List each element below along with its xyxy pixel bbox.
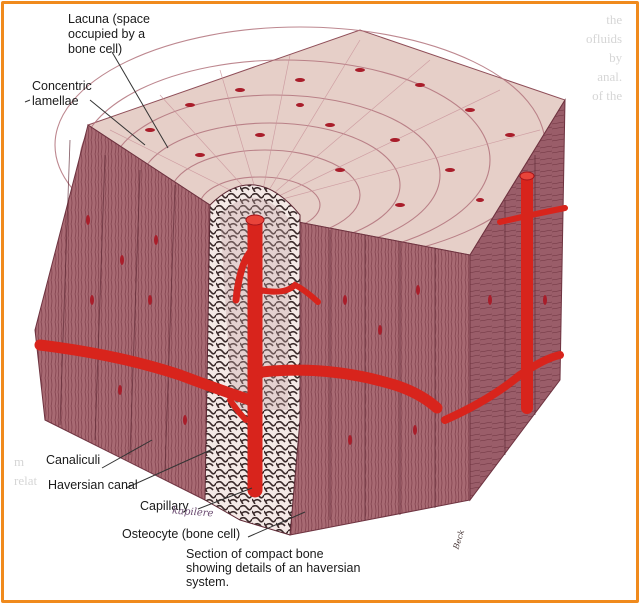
label-capillary: Capillary [140,499,189,513]
side-lacunae [86,215,547,445]
label-osteocyte: Osteocyte (bone cell) [122,527,241,541]
leader-lines [24,51,306,538]
bone-right-face [469,98,566,502]
figure-caption: Section of compact bone showing details … [186,547,361,589]
osteon-columns [59,139,536,520]
background-text-left: m relat [14,454,38,488]
label-lacuna: Lacuna (space occupied by a bone cell) [68,12,151,56]
label-concentric-lamellae: Concentric lamellae [32,79,92,108]
background-text-right: the ofluids by anal. of the [586,12,623,103]
label-canaliculi: Canaliculi [46,453,101,467]
label-haversian-canal: Haversian canal [48,478,138,492]
blood-vessels [34,171,568,498]
